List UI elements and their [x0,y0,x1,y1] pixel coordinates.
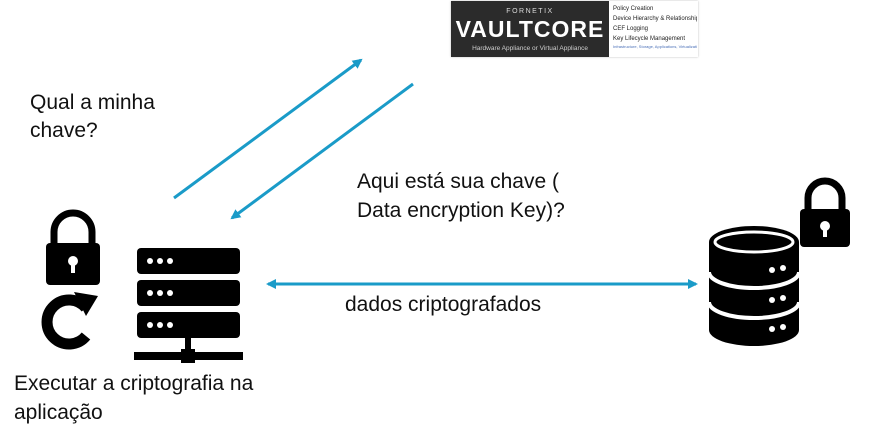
padlock-icon [46,209,100,285]
request-arrow [173,58,363,200]
feature-list: Policy Creation Device Hierarchy & Relat… [613,4,697,50]
execute-label-line2: aplicação [14,401,103,424]
question-label-line2: chave? [30,119,98,142]
brand-top: FORNETIX [506,8,554,15]
feature-item: Key Lifecycle Management [613,36,686,42]
response-arrow [230,82,414,220]
execute-label-line1: Executar a criptografia na [14,372,254,395]
banner-brand-panel: FORNETIX VAULTCORE Hardware Appliance or… [451,1,609,57]
answer-label-line1: Aqui está sua chave ( [357,170,559,193]
feature-item: CEF Logging [613,26,649,32]
feature-item: Policy Creation [613,6,654,12]
feature-item: Device Hierarchy & Relationship [613,16,697,22]
feature-subitem: Infrastructure, Storage, Applications, V… [613,44,697,49]
answer-label-line2: Data encryption Key)? [357,199,565,222]
question-label-line1: Qual a minha [30,91,155,114]
database-icon [707,226,801,346]
transfer-label: dados criptografados [345,293,542,316]
brand-subtitle: Hardware Appliance or Virtual Appliance [472,45,588,52]
vaultcore-banner: FORNETIX VAULTCORE Hardware Appliance or… [451,1,698,57]
refresh-icon [41,292,98,350]
server-icon [134,248,243,363]
padlock-icon [800,177,850,247]
brand-logo: VAULTCORE [455,16,605,42]
